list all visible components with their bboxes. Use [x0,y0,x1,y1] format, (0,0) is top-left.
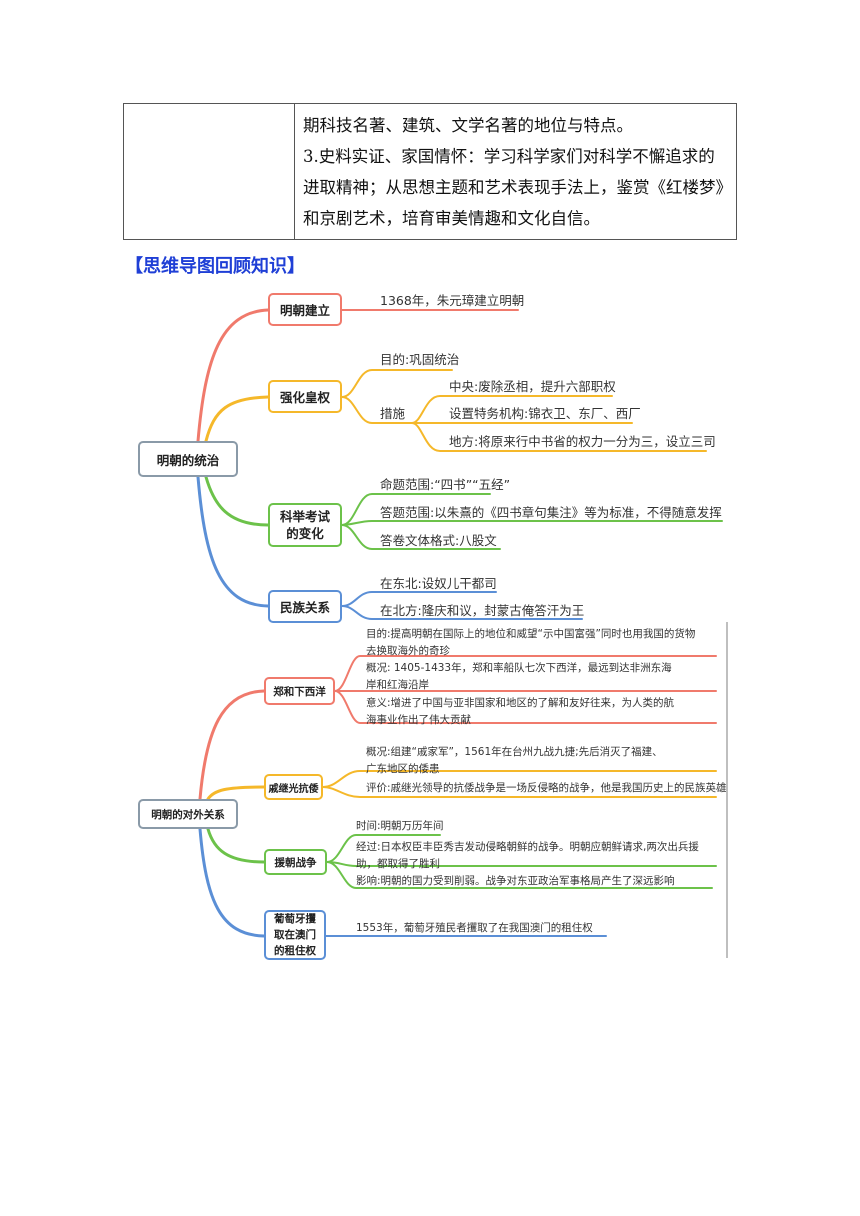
leaf-exam: 答题范围:以朱熹的《四书章句集注》等为标准，不得随意发挥 [380,505,722,520]
leaf-imperial-purpose: 目的:巩固统治 [380,352,460,367]
leaf-imperial-measure: 地方:将原来行中书省的权力一分为三，设立三司 [449,434,716,449]
leaf-ethnic: 在东北:设奴儿干都司 [380,576,497,591]
leaf-korea: 经过:日本权臣丰臣秀吉发动侵略朝鲜的战争。明朝应朝鲜请求,两次出兵援助，都取得了… [356,841,699,870]
section-heading: 【思维导图回顾知识】 [125,256,305,277]
branch-node-zhenghe: 郑和下西洋 [264,677,335,705]
branch-node-exam-changes: 科举考试的变化 [268,503,342,547]
leaf-qijiguang: 概况:组建“戚家军”，1561年在台州九战九捷;先后消灭了福建、广东地区的倭患 [366,746,663,775]
root-node-ming-rule: 明朝的统治 [138,441,238,477]
table-column-divider [294,104,295,239]
table-line: 3.史料实证、家国情怀：学习科学家们对科学不懈追求的 [303,147,715,166]
objectives-table: 期科技名著、建筑、文学名著的地位与特点。 3.史料实证、家国情怀：学习科学家们对… [123,103,737,240]
leaf-exam: 命题范围:“四书”“五经” [380,477,511,492]
table-line: 期科技名著、建筑、文学名著的地位与特点。 [303,116,633,135]
table-line: 进取精神；从思想主题和艺术表现手法上，鉴赏《红楼梦》 [303,178,732,197]
branch-node-macau: 葡萄牙攫取在澳门的租住权 [264,910,326,960]
leaf-imperial-measure: 设置特务机构:锦衣卫、东厂、西厂 [449,406,641,421]
branch-node-imperial-power: 强化皇权 [268,380,342,413]
leaf-imperial-measures-label: 措施 [380,406,406,421]
branch-node-founding: 明朝建立 [268,293,342,326]
leaf-founding: 1368年，朱元璋建立明朝 [380,293,525,308]
leaf-korea: 影响:明朝的国力受到削弱。战争对东亚政治军事格局产生了深远影响 [356,875,675,887]
leaf-qijiguang: 评价:戚继光领导的抗倭战争是一场反侵略的战争，他是我国历史上的民族英雄 [366,782,727,794]
root-node-foreign-relations: 明朝的对外关系 [138,799,238,829]
branch-node-korea-war: 援朝战争 [264,849,327,875]
branch-node-ethnic-relations: 民族关系 [268,590,342,623]
leaf-ethnic: 在北方:隆庆和议，封蒙古俺答汗为王 [380,603,585,618]
leaf-imperial-measure: 中央:废除丞相，提升六部职权 [449,379,616,394]
leaf-macau: 1553年，葡萄牙殖民者攫取了在我国澳门的租住权 [356,922,593,934]
leaf-zhenghe: 意义:增进了中国与亚非国家和地区的了解和友好往来，为人类的航海事业作出了伟大贡献 [366,697,675,726]
leaf-korea: 时间:明朝万历年间 [356,820,444,832]
table-line: 和京剧艺术，培育审美情趣和文化自信。 [303,209,600,228]
leaf-exam: 答卷文体格式:八股文 [380,533,497,548]
table-cell-objectives: 期科技名著、建筑、文学名著的地位与特点。 3.史料实证、家国情怀：学习科学家们对… [303,110,732,234]
branch-node-qijiguang: 戚继光抗倭 [264,774,323,800]
leaf-zhenghe: 目的:提高明朝在国际上的地位和威望“示中国富强”同时也用我国的货物去换取海外的奇… [366,628,696,657]
leaf-zhenghe: 概况: 1405-1433年，郑和率船队七次下西洋，最远到达非洲东海岸和红海沿岸 [366,662,672,691]
